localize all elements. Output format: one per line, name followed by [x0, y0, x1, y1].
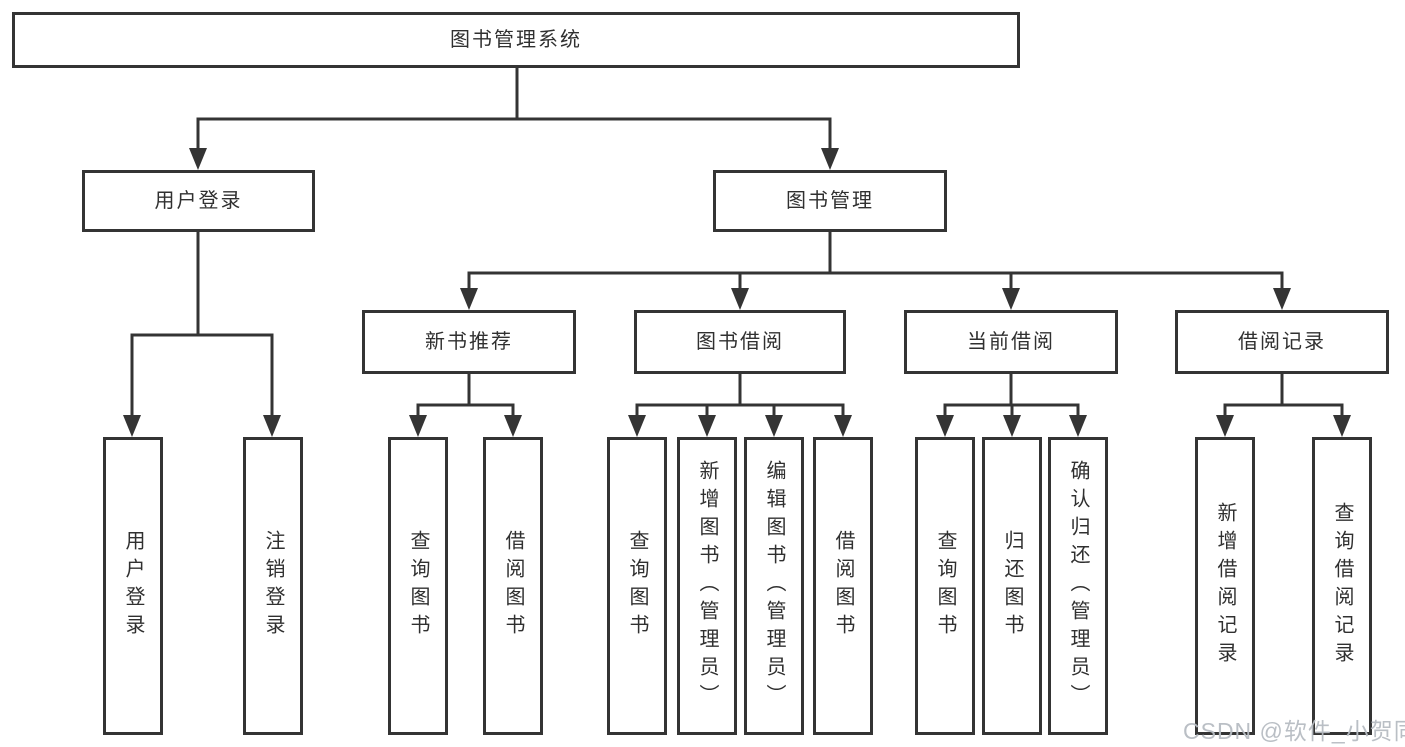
leaf-borrow-book-recommend: 借阅图书	[483, 437, 543, 735]
leaf-query-book-current: 查询图书	[915, 437, 975, 735]
leaf-return-book: 归还图书	[982, 437, 1042, 735]
leaf-user-login: 用户登录	[103, 437, 163, 735]
arrowheads	[123, 148, 1351, 437]
leaf-logout: 注销登录	[243, 437, 303, 735]
node-book-borrowing: 图书借阅	[634, 310, 846, 374]
node-library-management-system: 图书管理系统	[12, 12, 1020, 68]
leaf-query-book-recommend: 查询图书	[388, 437, 448, 735]
node-new-book-recommend: 新书推荐	[362, 310, 576, 374]
leaf-query-borrow-record: 查询借阅记录	[1312, 437, 1372, 735]
node-current-borrowing: 当前借阅	[904, 310, 1118, 374]
node-borrowing-records: 借阅记录	[1175, 310, 1389, 374]
leaf-query-book-borrowing: 查询图书	[607, 437, 667, 735]
leaf-add-borrow-record: 新增借阅记录	[1195, 437, 1255, 735]
leaf-add-book-admin: 新增图书（管理员）	[677, 437, 737, 735]
leaf-edit-book-admin: 编辑图书（管理员）	[744, 437, 804, 735]
csdn-watermark: CSDN @软件_小贺同学	[1183, 718, 1405, 744]
node-book-management: 图书管理	[713, 170, 947, 232]
leaf-confirm-return-admin: 确认归还（管理员）	[1048, 437, 1108, 735]
leaf-borrow-book-borrowing: 借阅图书	[813, 437, 873, 735]
node-user-login: 用户登录	[82, 170, 315, 232]
